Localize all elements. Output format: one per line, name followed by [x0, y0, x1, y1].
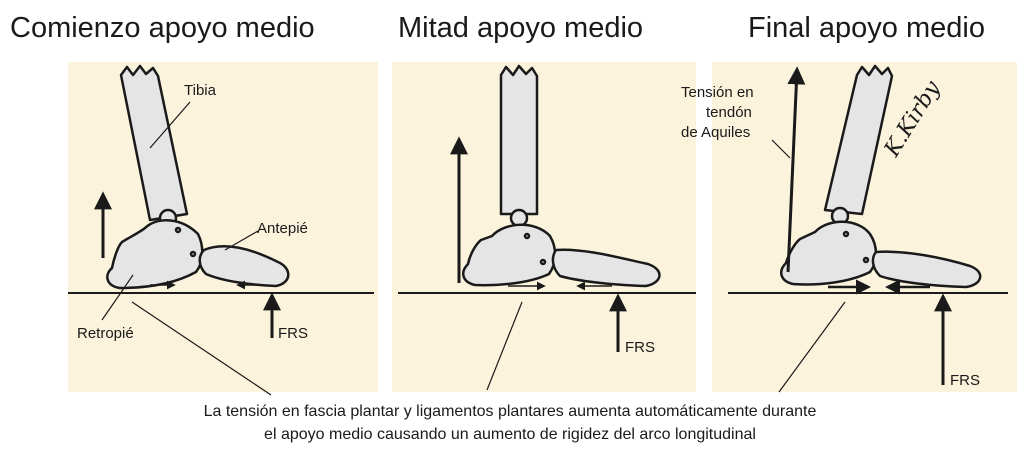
leader-rearfoot [101, 274, 134, 321]
foot-mid [462, 64, 661, 288]
title-early: Comienzo apoyo medio [10, 12, 315, 44]
label-forefoot: Antepié [257, 220, 308, 237]
forefoot-bone [871, 250, 982, 289]
label-achilles-line-3: de Aquiles [681, 124, 750, 141]
leader-forefoot [224, 230, 259, 251]
label-achilles-line-2: tendón [706, 104, 752, 121]
title-late: Final apoyo medio [748, 12, 985, 44]
label-achilles-line-1: Tensión en [681, 84, 754, 101]
label-grf-late: FRS [950, 372, 980, 389]
caption-line-1: La tensión en fascia plantar y ligamento… [204, 403, 817, 420]
panel-mid [392, 62, 696, 392]
forefoot-bone [198, 245, 290, 288]
leader-achilles [771, 139, 791, 159]
panel-early [68, 62, 378, 392]
rearfoot-bone [462, 223, 557, 287]
caption-leader-early [131, 301, 272, 396]
tibia-bone [499, 64, 539, 216]
title-mid: Mitad apoyo medio [398, 12, 643, 44]
forefoot-bone [551, 248, 661, 288]
caption-leader-late [778, 301, 846, 393]
label-rearfoot: Retropié [77, 325, 134, 342]
achilles-tension-arrow [786, 66, 806, 273]
caption-line-2: el apoyo medio causando un aumento de ri… [264, 426, 756, 443]
caption-leader-mid [486, 301, 523, 391]
rearfoot-bone [106, 219, 204, 290]
label-grf-mid: FRS [625, 339, 655, 356]
leader-tibia [149, 101, 191, 149]
label-grf-early: FRS [278, 325, 308, 342]
label-tibia: Tibia [184, 82, 217, 99]
